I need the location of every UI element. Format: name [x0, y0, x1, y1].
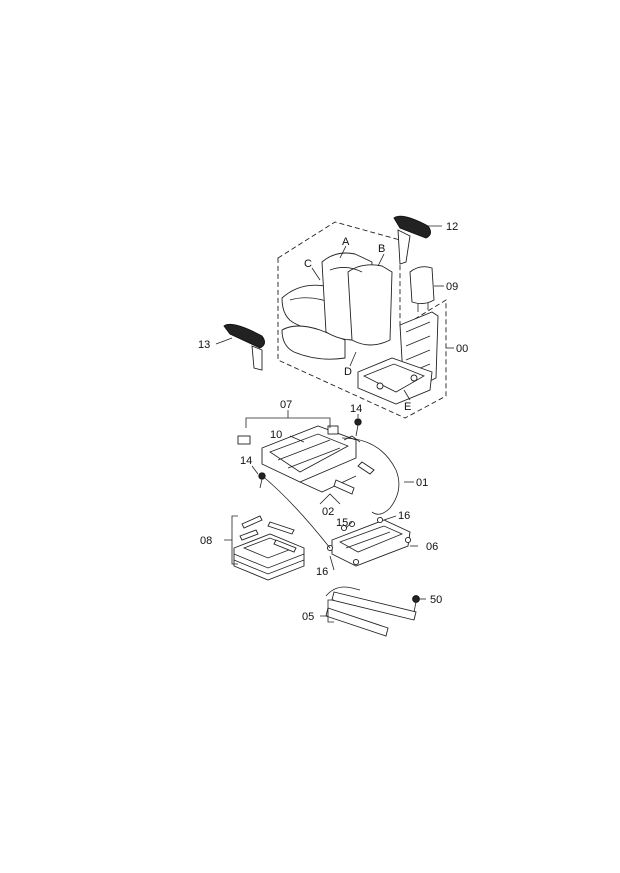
bolt-14-lower [258, 472, 266, 489]
label-15: 15 [336, 517, 348, 529]
label-10: 10 [270, 429, 282, 441]
label-13: 13 [198, 339, 210, 351]
slide-rails [325, 586, 417, 637]
label-d: D [344, 366, 352, 378]
label-09: 09 [446, 281, 458, 293]
suspension-assembly [237, 425, 375, 495]
suspension-boot [233, 515, 305, 581]
headrest [409, 266, 435, 312]
label-16-lower: 16 [316, 566, 328, 578]
leader-lines [215, 225, 454, 623]
label-00: 00 [456, 343, 468, 355]
label-16-upper: 16 [398, 510, 410, 522]
seat-frame [357, 311, 439, 405]
label-e: E [404, 401, 411, 413]
label-07: 07 [280, 399, 292, 411]
label-12: 12 [446, 221, 458, 233]
base-plate [326, 516, 412, 567]
bolt-14-upper [354, 418, 362, 437]
armrest-left [223, 323, 265, 371]
label-b: B [378, 243, 385, 255]
label-02: 02 [322, 506, 334, 518]
label-05: 05 [302, 611, 314, 623]
label-a: A [342, 236, 350, 248]
part-labels: 12 A B C 09 13 00 D E 07 14 10 14 01 02 … [198, 221, 468, 623]
armrest-right [393, 215, 431, 265]
label-01: 01 [416, 477, 428, 489]
label-06: 06 [426, 541, 438, 553]
label-14-lower: 14 [240, 455, 252, 467]
seat-assembly-boundary [277, 221, 447, 419]
label-c: C [304, 258, 312, 270]
bolt-50 [412, 595, 420, 613]
lever-cable [341, 437, 400, 515]
label-08: 08 [200, 535, 212, 547]
seat-back [321, 252, 393, 346]
label-14-upper: 14 [350, 403, 362, 415]
label-50: 50 [430, 594, 442, 606]
